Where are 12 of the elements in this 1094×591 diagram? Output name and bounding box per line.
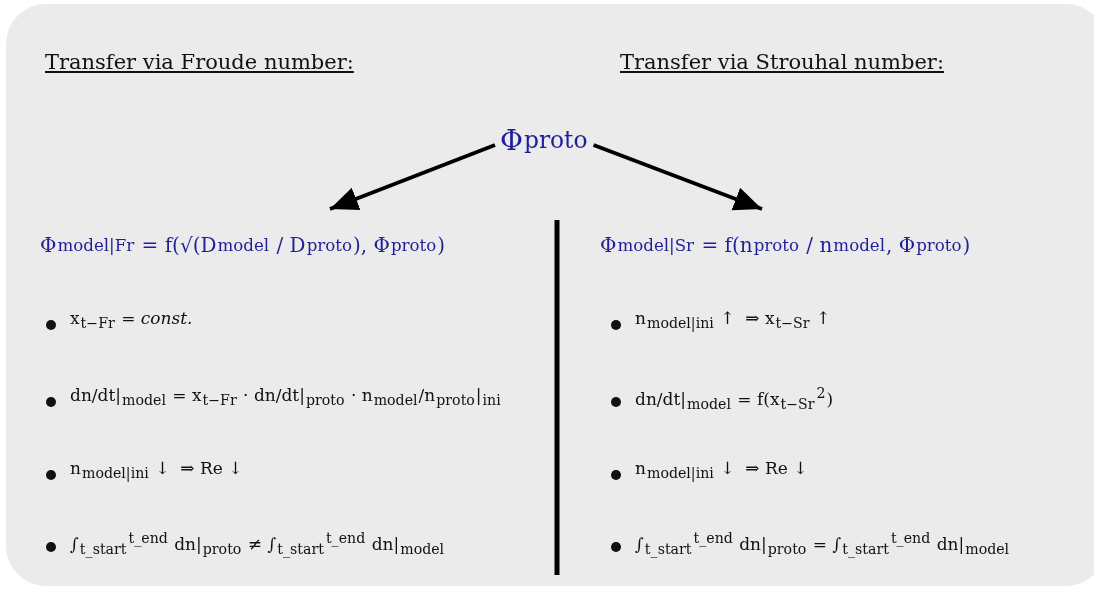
bullet-text: dn/dt|$_{model}$ = f(x$_{t−Sr}$$^{2}$) bbox=[635, 385, 834, 413]
bullet-text: n$_{model|ini}$ ↑ ⇒ x$_{t−Sr}$ ↑ bbox=[635, 308, 831, 332]
bullet-text: ∫$_{t_start}$$^{t_end}$ dn|$_{proto}$ = ∫$_{t_start}$$^{t_end}$ dn|$_{model}$ bbox=[635, 530, 1011, 558]
heading: Transfer via Strouhal number: bbox=[620, 50, 944, 74]
heading: Transfer via Froude number: bbox=[45, 50, 354, 74]
arrow bbox=[592, 143, 763, 211]
bullet-text: n$_{model|ini}$ ↓ ⇒ Re ↓ bbox=[635, 458, 808, 482]
bullet-text: n$_{model|ini}$ ↓ ⇒ Re ↓ bbox=[70, 458, 243, 482]
arrow bbox=[329, 143, 496, 211]
bullet-text: dn/dt|$_{model}$ = x$_{t−Fr}$ · dn/dt|$_{proto}$ · n$_{model}$/n$_{proto}$|$_{ini}$ bbox=[70, 385, 502, 409]
bullet-text: ∫$_{t_start}$$^{t_end}$ dn|$_{proto}$ ≠ ∫$_{t_start}$$^{t_end}$ dn|$_{model}$ bbox=[70, 530, 446, 558]
bullet-text: x$_{t−Fr}$ = const. bbox=[70, 308, 193, 332]
